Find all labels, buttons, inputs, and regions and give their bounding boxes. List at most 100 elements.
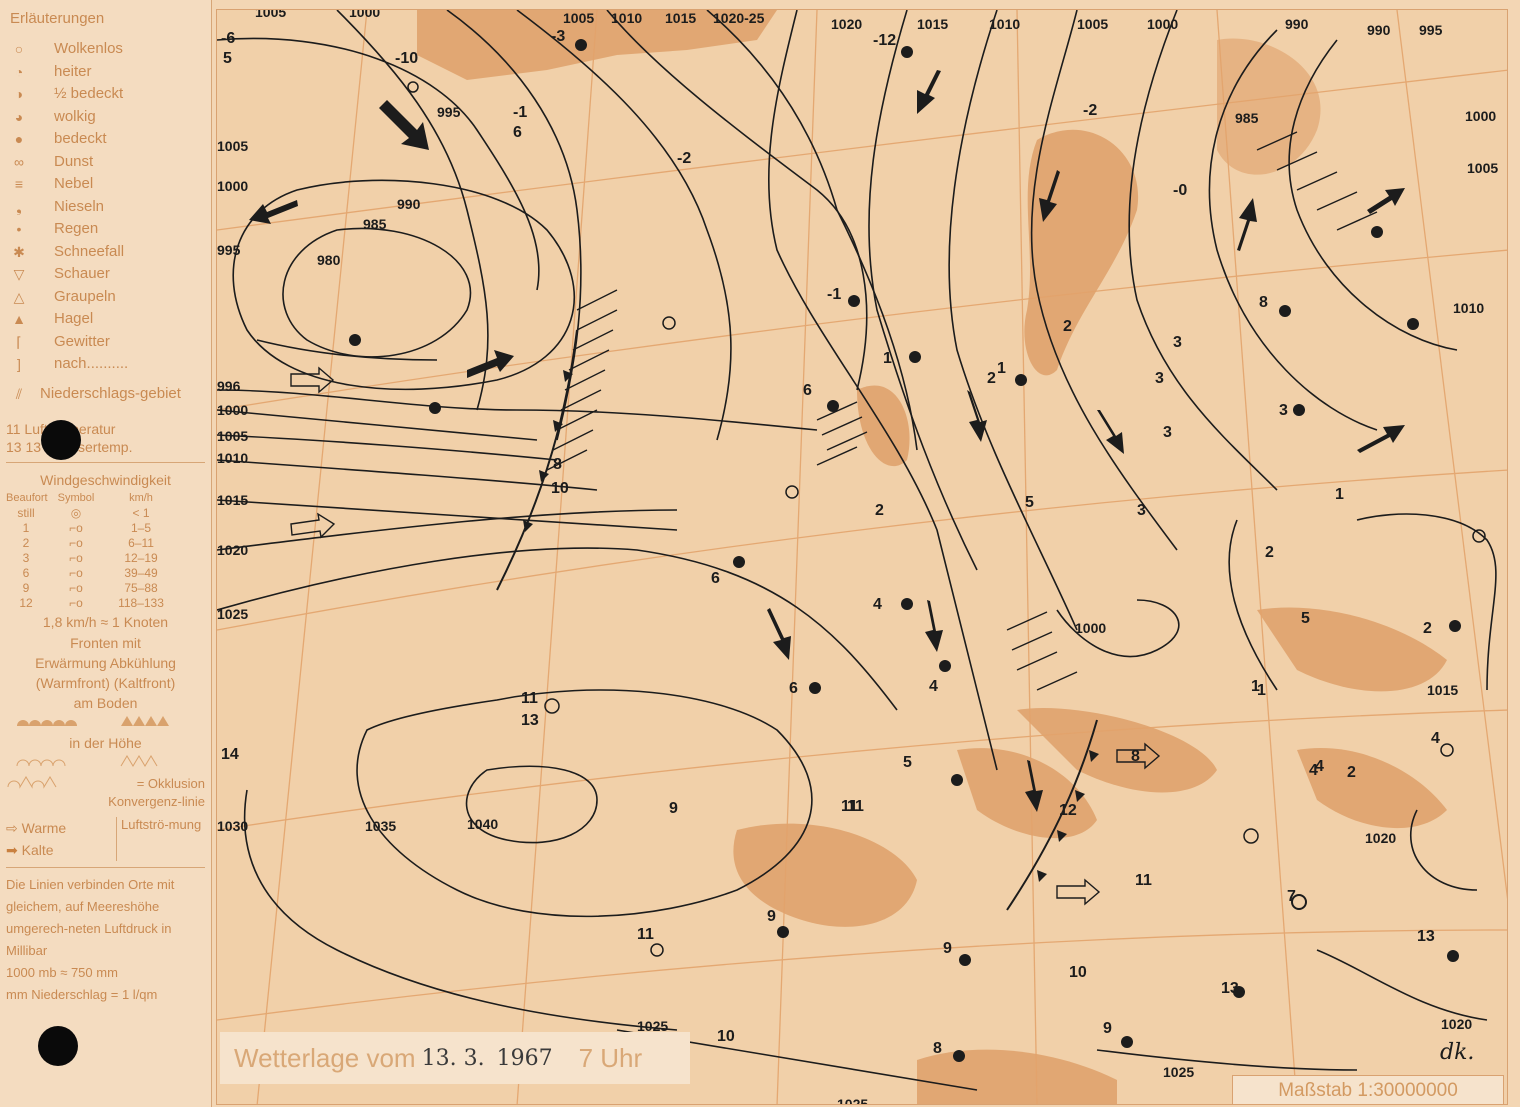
legend-precip-note: mm Niederschlag = 1 l/qm (6, 986, 158, 1002)
wind-table-header: km/h (129, 491, 153, 504)
wind-table-cell: 1 (22, 520, 30, 535)
weather-symbol-icon: ⌈ (16, 333, 22, 350)
legend-wind-title: Windgeschwindigkeit (40, 471, 171, 488)
legend-symbol-label: Nebel (54, 175, 94, 193)
isobar-pressure-label: 1010 (1453, 300, 1485, 316)
legend-symbol-row: •Regen (6, 218, 205, 241)
station-temperature: 6 (513, 124, 522, 141)
warm-arrow-icon: ⇨ (6, 819, 18, 836)
station-temperature: -1 (827, 286, 842, 303)
author-signature: dk. (1440, 1040, 1475, 1065)
legend-symbol-label: Niederschlags-gebiet (40, 384, 181, 402)
station-temperature: 2 (1063, 318, 1072, 335)
station-temperature: 6 (789, 680, 798, 697)
station-temperature: 8 (933, 1040, 942, 1057)
isobar-pressure-label: 1010 (217, 450, 249, 466)
weather-symbol-icon: ◑ (14, 86, 24, 103)
station-temperature: 13 (521, 712, 539, 729)
wind-table-cell: 9 (22, 580, 30, 595)
precipitation-area (546, 131, 1378, 691)
cold-fronts (496, 329, 1099, 911)
station-temperature: 5 (223, 50, 232, 67)
legend-symbol-row: ≡ Nebel (6, 173, 205, 196)
isobar-pressure-label: 1035 (365, 818, 397, 834)
isobar-pressure-label: 1020 (831, 16, 863, 32)
isobar-pressure-label: 1000 (217, 178, 249, 194)
weather-symbol-icon: ≡ (14, 176, 24, 193)
isobar-pressure-label: 1005 (563, 10, 595, 26)
weather-symbol-icon: ○ (14, 41, 24, 58)
legend-symbol-row: ⌈Gewitter (6, 331, 205, 354)
wind-table-cell: 3 (22, 550, 30, 565)
date-prefix: Wetterlage vom (234, 1042, 416, 1073)
legend-symbol-row: ]nach.......... (6, 353, 205, 376)
weather-symbol-icon: ∞ (14, 153, 24, 170)
legend-symbol-row: ▲Hagel (6, 308, 205, 331)
station-temperature: 1 (997, 360, 1006, 377)
front-symbols-ground (16, 715, 169, 726)
legend-flow-label: Luftströ-mung (116, 816, 201, 861)
date-year: 1967 (496, 1045, 553, 1071)
wind-barb-icon: ⌐o (69, 580, 83, 595)
station-temperature: 6 (711, 570, 720, 587)
legend-symbol-label: Nieseln (54, 197, 105, 215)
date-value: 13. 3. (421, 1045, 485, 1071)
isobar-pressure-label: 1015 (917, 16, 949, 32)
station-temperature: 2 (1347, 764, 1356, 781)
station-temperature: 2 (1423, 620, 1432, 637)
graticule (217, 10, 1507, 1104)
weather-symbol-icon: ▽ (13, 266, 25, 283)
station-temperature: 6 (803, 382, 812, 399)
isobar-pressure-label: 1005 (1077, 16, 1109, 32)
isobar-pressure-label: 1000 (349, 9, 381, 20)
isobar-pressure-label: 1025 (837, 1096, 869, 1105)
isobar-pressure-label: 1015 (217, 492, 249, 508)
station-temperature: -1 (513, 104, 528, 121)
isobar-pressure-label: 996 (217, 378, 241, 394)
station-temperature: 8 (1259, 294, 1268, 311)
station-temperature: 2 (1265, 544, 1274, 561)
legend-isobar-note: Die Linien verbinden Orte mit gleichem, … (6, 876, 175, 958)
station-temperature: 10 (1069, 964, 1087, 981)
front-symbols-height (16, 754, 157, 767)
legend-occlusion: = Okklusion (136, 775, 205, 791)
station-temperature: -10 (395, 50, 419, 67)
legend-symbol-row: ▽ Schauer (6, 263, 205, 286)
station-temperature: 8 (1131, 748, 1140, 765)
legend-knot-note: 1,8 km/h ≈ 1 Knoten (42, 613, 169, 630)
legend-symbol-label: heiter (54, 62, 92, 80)
legend-symbol-row: ∞Dunst (6, 151, 205, 174)
wind-table-cell: 6–11 (128, 535, 154, 550)
station-temperature: 1 (883, 350, 892, 367)
weather-symbol-icon: ● (14, 131, 24, 148)
isobar-pressure-label: 1015 (1427, 682, 1459, 698)
station-temperature: 1 (1251, 678, 1260, 695)
legend-symbol-row: ⫽Niederschlags-gebiet (6, 376, 205, 412)
legend-symbol-label: Schauer (54, 265, 110, 283)
legend-symbol-label: ½ bedeckt (54, 85, 124, 103)
station-temperature: -12 (873, 32, 897, 49)
legend-flow-cold: Kalte (21, 841, 54, 858)
station-temperature: 3 (1173, 334, 1182, 351)
station-temperature: 3 (1163, 424, 1172, 441)
isobar-pressure-label: 985 (1235, 110, 1259, 126)
punch-hole-top (41, 420, 81, 460)
station-temperature: 14 (221, 746, 239, 763)
wind-table-cell: 1–5 (130, 520, 152, 535)
legend-height: in der Höhe (69, 734, 142, 751)
wind-table-cell: 6 (22, 565, 30, 580)
station-temperature: 4 (1309, 762, 1318, 779)
isobar-pressure-label: 1025 (637, 1018, 669, 1034)
station-temperature: -3 (551, 28, 566, 45)
wind-table-cell: 118–133 (118, 595, 164, 610)
station-temperature: 4 (1315, 758, 1324, 775)
wind-barb-icon: ⌐o (69, 535, 83, 550)
legend-symbol-row: ✱Schneefall (6, 241, 205, 264)
isobars (217, 10, 1497, 1091)
legend-symbol-row: ❟Nieseln (6, 196, 205, 219)
isobar-pressure-label: 1025 (1163, 1064, 1195, 1080)
station-temperature: 9 (669, 800, 678, 817)
station-temperature: 9 (1103, 1020, 1112, 1037)
legend-symbol-row: ◕wolkig (6, 106, 205, 129)
